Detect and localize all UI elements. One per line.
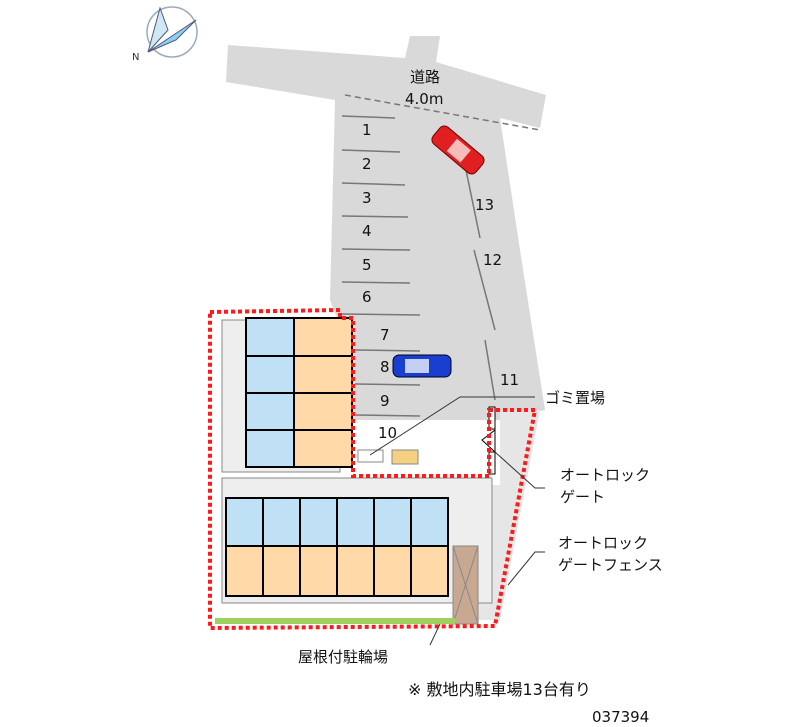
- bicycle-parking-label: 屋根付駐輪場: [298, 648, 388, 666]
- parking-number: 5: [362, 256, 372, 274]
- blue-car-icon: [392, 354, 452, 378]
- road-area: [226, 36, 546, 420]
- parking-number: 11: [500, 371, 519, 389]
- property-code: 037394: [592, 708, 649, 726]
- storage-area: [391, 449, 419, 465]
- parking-number: 7: [380, 326, 390, 344]
- parking-number: 12: [483, 251, 502, 269]
- parking-number: 1: [362, 121, 372, 139]
- parking-number: 2: [362, 155, 372, 173]
- parking-number: 6: [362, 288, 372, 306]
- garbage-area: [357, 449, 384, 463]
- parking-number: 8: [380, 358, 390, 376]
- parking-number: 13: [475, 196, 494, 214]
- parking-lines: [341, 94, 541, 417]
- parking-number: 4: [362, 222, 372, 240]
- building-upper: [221, 317, 353, 473]
- road-width: 4.0m: [405, 90, 443, 108]
- svg-text:N: N: [132, 52, 139, 63]
- leader-lines: [369, 396, 545, 646]
- property-boundary: [208, 307, 538, 631]
- building-lower: [215, 477, 493, 625]
- autolock-fence-label: オートロック: [558, 534, 648, 552]
- parking-number: 3: [362, 189, 372, 207]
- parking-number: 10: [378, 424, 397, 442]
- autolock-fence-label-2: ゲートフェンス: [558, 556, 663, 574]
- red-car-icon: [431, 125, 485, 175]
- garbage-label: ゴミ置場: [545, 389, 605, 407]
- road-name: 道路: [410, 68, 440, 86]
- autolock-gate-label: オートロック: [560, 466, 650, 484]
- parking-number: 9: [380, 392, 390, 410]
- autolock-gate-label-2: ゲート: [560, 488, 605, 506]
- parking-note: ※ 敷地内駐車場13台有り: [408, 680, 591, 699]
- autolock-gate-icon: [481, 406, 496, 475]
- compass-icon: N: [132, 6, 198, 63]
